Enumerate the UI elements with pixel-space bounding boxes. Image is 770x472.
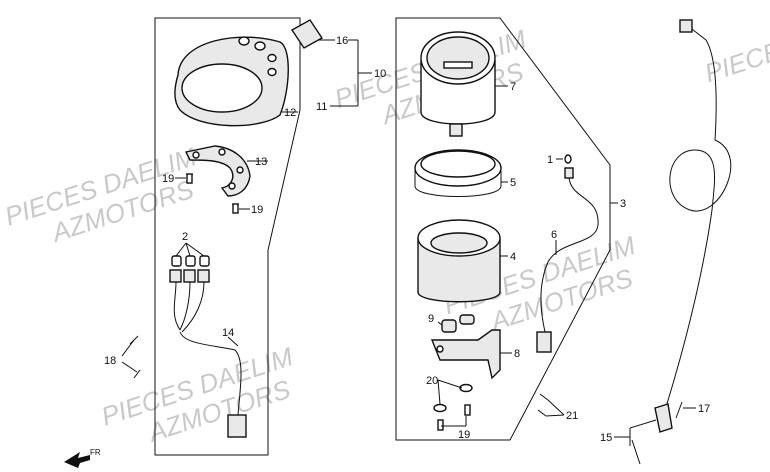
washer-part-20 xyxy=(433,383,473,413)
callout-14: 14 xyxy=(222,327,234,339)
callout-18: 18 xyxy=(104,355,116,367)
meter-case-part-4 xyxy=(417,219,501,303)
speedometer-cable-part-15 xyxy=(631,19,732,465)
leader-lines xyxy=(121,39,696,446)
bracket-part-13 xyxy=(184,145,251,197)
grommet-part-9 xyxy=(441,314,475,333)
callout-19b: 19 xyxy=(251,204,263,216)
callout-19c: 19 xyxy=(458,429,470,441)
callout-7: 7 xyxy=(510,81,516,93)
lower-bracket-part-8 xyxy=(430,329,501,380)
screw-part-19 xyxy=(186,173,239,214)
callout-21: 21 xyxy=(566,410,578,422)
callout-17: 17 xyxy=(698,403,710,415)
label-plate-part-16 xyxy=(290,19,324,49)
screw-part-21 xyxy=(537,393,549,417)
callout-8: 8 xyxy=(514,348,520,360)
callout-labels: 16 10 11 12 13 19 19 2 14 18 7 5 4 1 3 6… xyxy=(104,35,710,444)
callout-11: 11 xyxy=(316,101,327,113)
middle-group-outline xyxy=(395,17,611,441)
callout-19a: 19 xyxy=(162,173,174,185)
ring-part-5 xyxy=(414,149,502,197)
screw-part-18 xyxy=(129,335,141,379)
callout-5: 5 xyxy=(510,177,516,189)
callout-1: 1 xyxy=(547,154,553,166)
callout-13: 13 xyxy=(255,156,267,168)
callout-15: 15 xyxy=(600,432,612,444)
bulb-part-1 xyxy=(564,154,572,164)
front-direction-label: FR xyxy=(90,448,101,457)
callout-3: 3 xyxy=(620,198,626,210)
meter-cover-part-12 xyxy=(174,36,289,127)
callout-4: 4 xyxy=(510,251,516,263)
screw-part-17 xyxy=(675,401,683,419)
callout-12: 12 xyxy=(284,107,296,119)
callout-10: 10 xyxy=(374,68,386,80)
speedometer-part-7 xyxy=(420,31,496,137)
callout-6: 6 xyxy=(551,229,557,241)
left-group-outline xyxy=(154,17,301,456)
watermark-text: PIECES DAELIM xyxy=(701,0,770,88)
callout-20: 20 xyxy=(426,375,438,387)
screw-part-19 xyxy=(437,404,471,431)
callout-16: 16 xyxy=(336,35,348,47)
bulb-socket-part-2 xyxy=(169,255,210,283)
callout-2: 2 xyxy=(182,231,188,243)
front-direction-arrow: FR xyxy=(64,448,101,468)
wire-part-6 xyxy=(536,167,599,353)
wire-harness-part-14 xyxy=(173,281,247,438)
callout-9: 9 xyxy=(428,313,434,325)
